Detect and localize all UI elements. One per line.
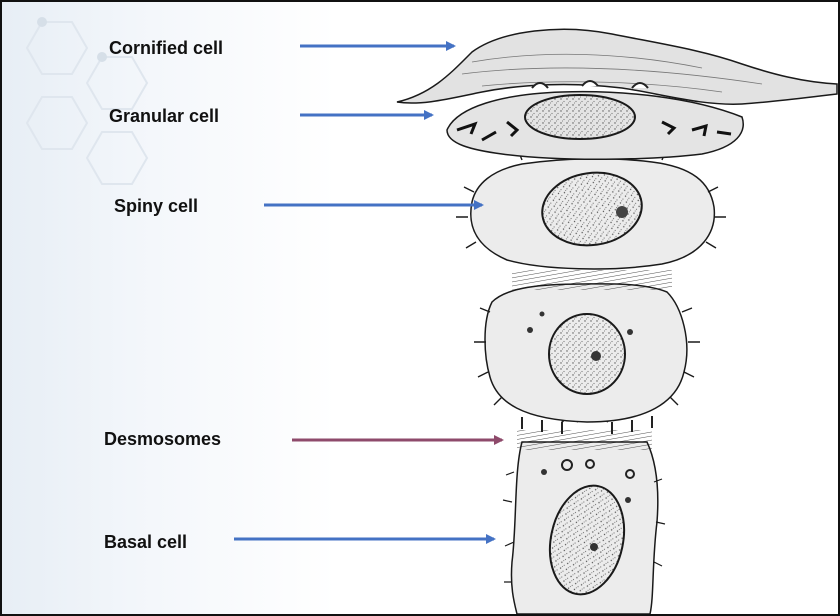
basal-cell xyxy=(503,442,665,614)
upper-spiny-cell xyxy=(456,146,726,269)
lower-spiny-cell xyxy=(474,284,700,434)
